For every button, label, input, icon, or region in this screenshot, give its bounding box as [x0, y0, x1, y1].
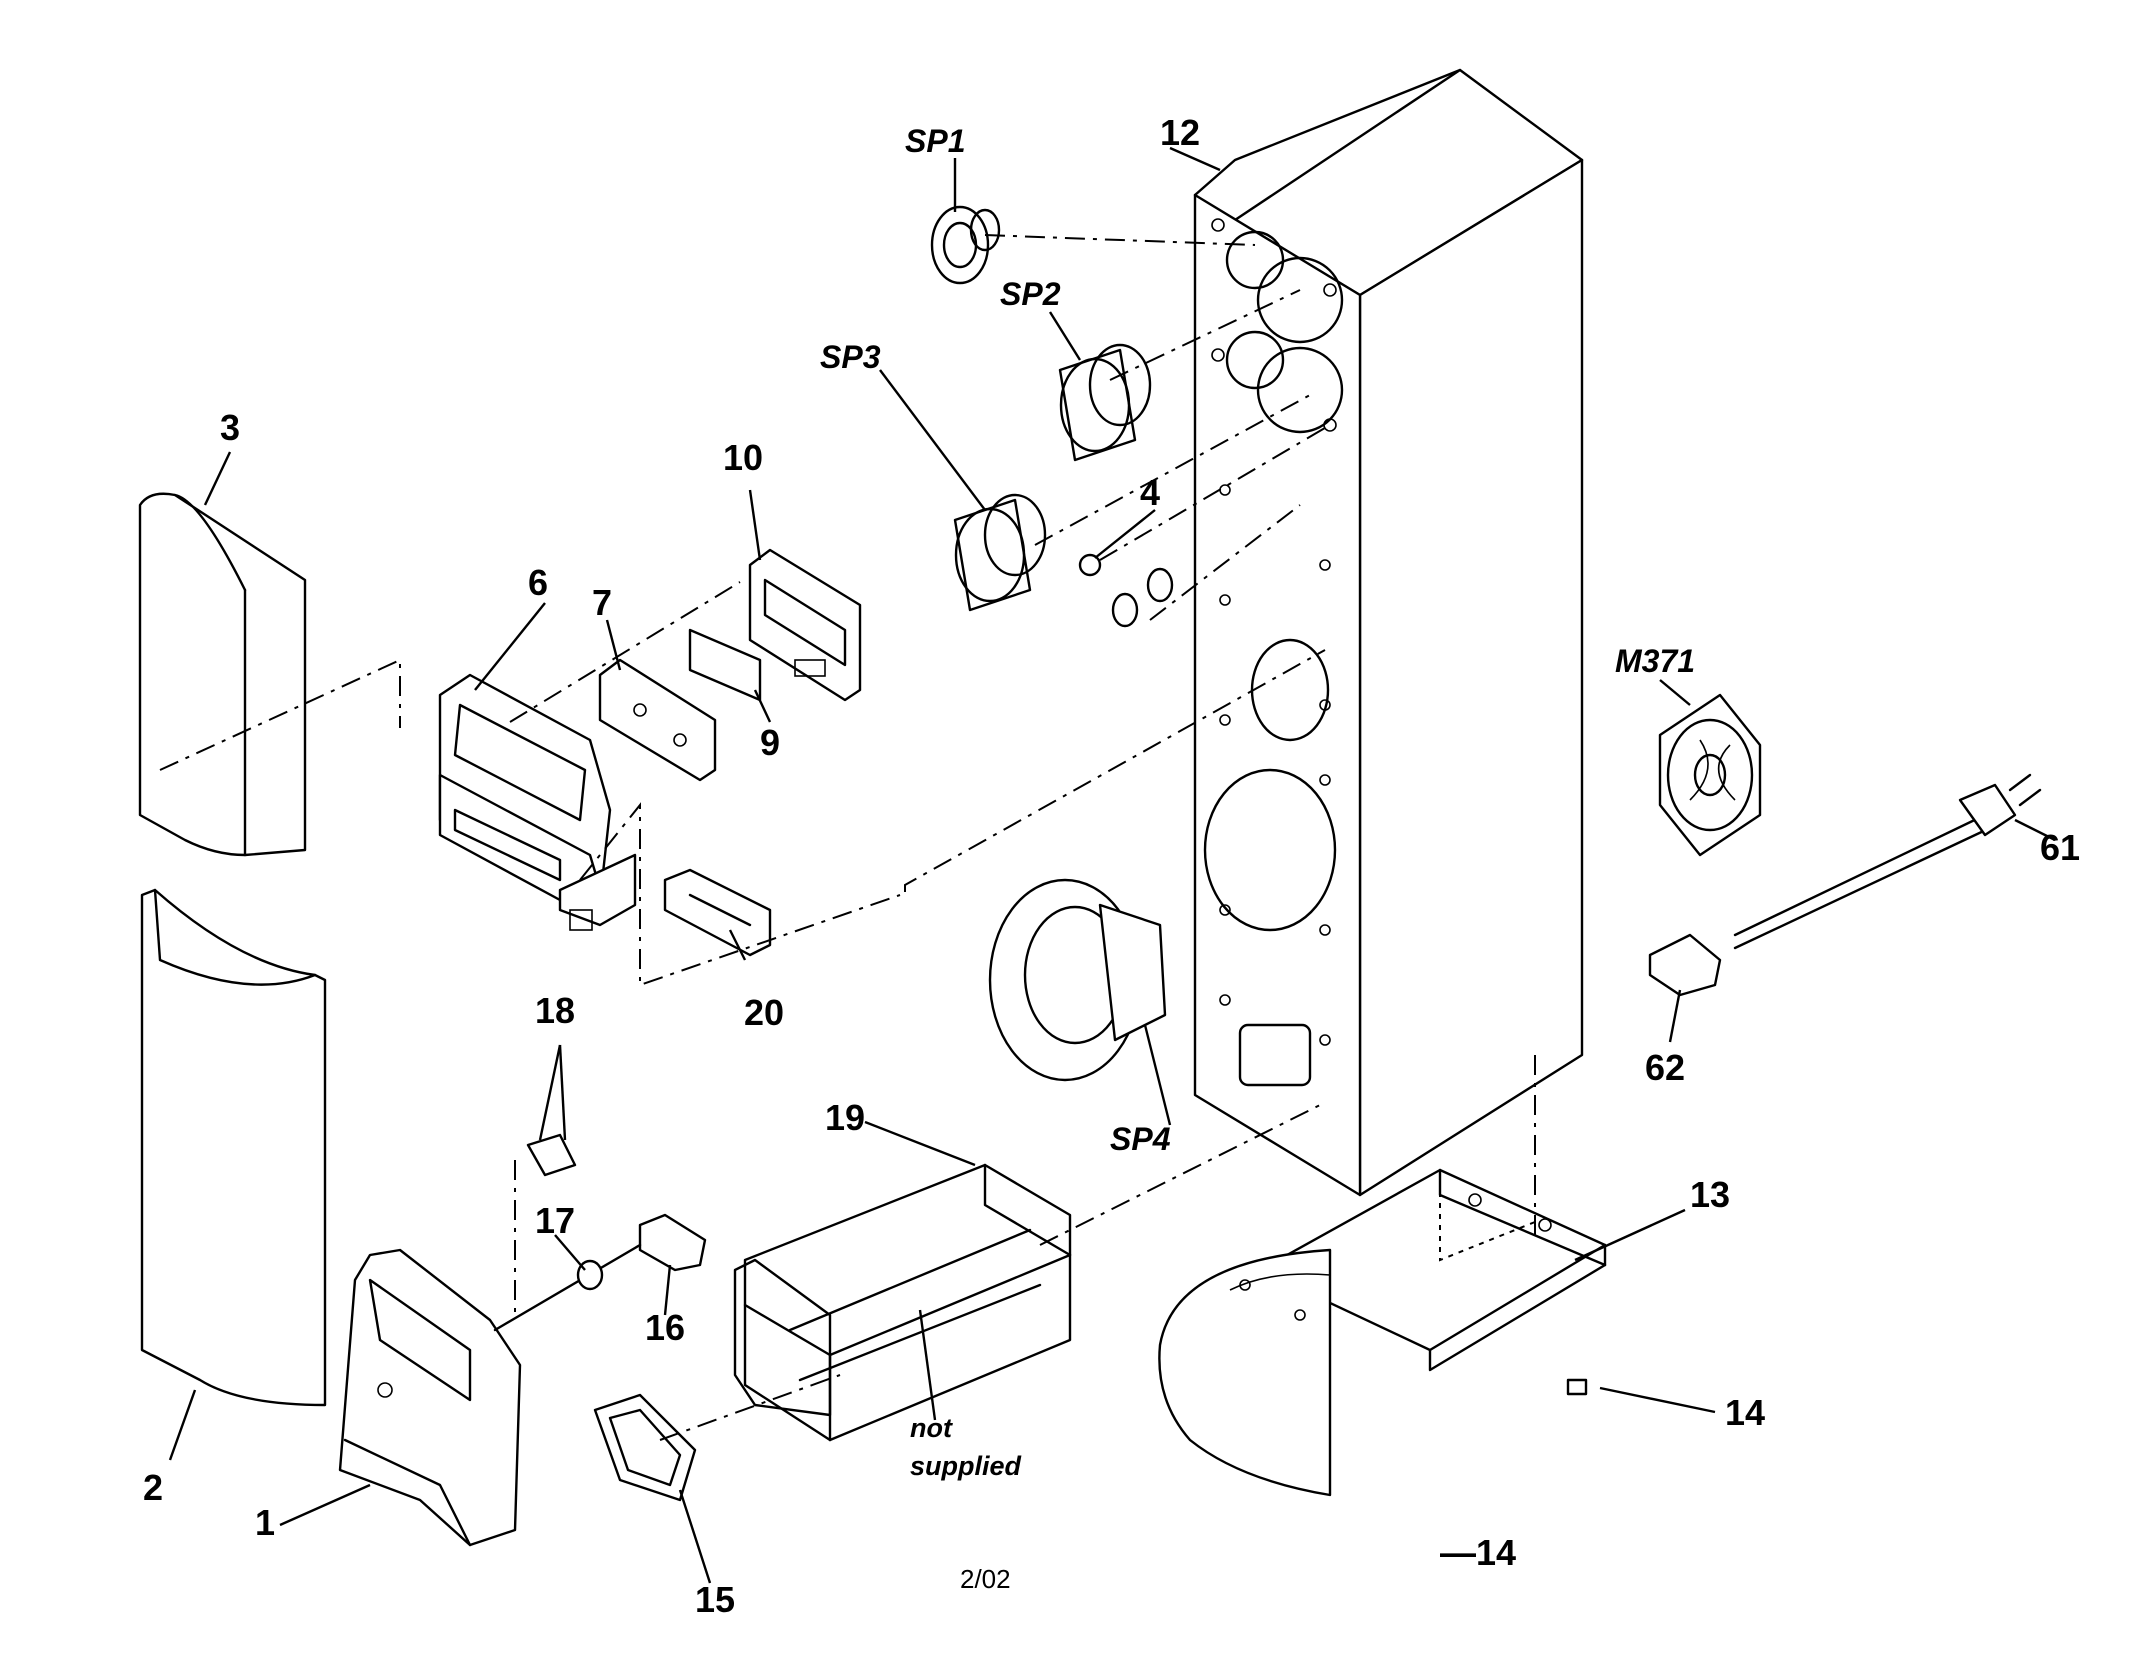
label-6: 6: [528, 562, 548, 603]
speaker-sp2: [1058, 343, 1152, 462]
label-1: 1: [255, 1502, 275, 1543]
part-19-duct: [733, 1163, 1072, 1442]
speaker-sp1: [930, 205, 1001, 285]
page-code: 2/02: [960, 1564, 1011, 1594]
label-15: 15: [695, 1579, 735, 1620]
label-62: 62: [1645, 1047, 1685, 1088]
label-17: 17: [535, 1200, 575, 1241]
part-6-chassis: [438, 673, 637, 931]
part-10-main-pcb: [748, 548, 862, 702]
label-10: 10: [723, 437, 763, 478]
label-19: 19: [825, 1097, 865, 1138]
base-foot: [1158, 1248, 1332, 1497]
note-line-2: supplied: [910, 1451, 1022, 1481]
part-2-lower-cover: [140, 888, 327, 1407]
part-7-pcb: [598, 658, 717, 782]
part-20-terminal: [663, 868, 772, 957]
label-14: 14: [1725, 1392, 1765, 1433]
note-line-1: not: [910, 1413, 953, 1443]
label-9: 9: [760, 722, 780, 763]
label-13: 13: [1690, 1174, 1730, 1215]
part-12-cabinet: [1193, 68, 1584, 1197]
part-16-connector: [638, 1213, 707, 1272]
part-3-top-cover: [138, 492, 307, 857]
part-17-plug: [493, 1243, 642, 1332]
label-7: 7: [592, 582, 612, 623]
label-sp3: SP3: [820, 339, 881, 375]
part-4-screw: [1078, 553, 1174, 628]
label-12: 12: [1160, 112, 1200, 153]
part-18-clip: [526, 1133, 577, 1177]
label-sp4: SP4: [1110, 1121, 1171, 1157]
not-supplied-note: not supplied: [910, 1413, 1022, 1481]
label-61: 61: [2040, 827, 2080, 868]
callout-labels: 3 2 1 6 7 9 10 12 4 20 18 17 16 19 15 13…: [143, 112, 2080, 1620]
label-2: 2: [143, 1467, 163, 1508]
fan-m371: [1658, 693, 1762, 857]
part-62-inlet: [1648, 933, 1722, 997]
part-13-bottom-plate: [1258, 1168, 1607, 1396]
assembly-lines: [159, 234, 1536, 1441]
part-1-bracket: [338, 1248, 522, 1547]
part-15-port-ring: [593, 1393, 697, 1502]
label-18: 18: [535, 990, 575, 1031]
label-3: 3: [220, 407, 240, 448]
leader-lines: [168, 146, 2056, 1584]
label-sp1: SP1: [905, 123, 965, 159]
label-14-bottom: —14: [1440, 1532, 1516, 1573]
label-m371: M371: [1615, 643, 1695, 679]
label-16: 16: [645, 1307, 685, 1348]
speaker-sp4: [988, 878, 1167, 1082]
part-61-power-cord: [1733, 773, 2042, 950]
label-4: 4: [1140, 472, 1160, 513]
label-sp2: SP2: [1000, 276, 1061, 312]
label-20: 20: [744, 992, 784, 1033]
speaker-sp3: [953, 493, 1047, 612]
